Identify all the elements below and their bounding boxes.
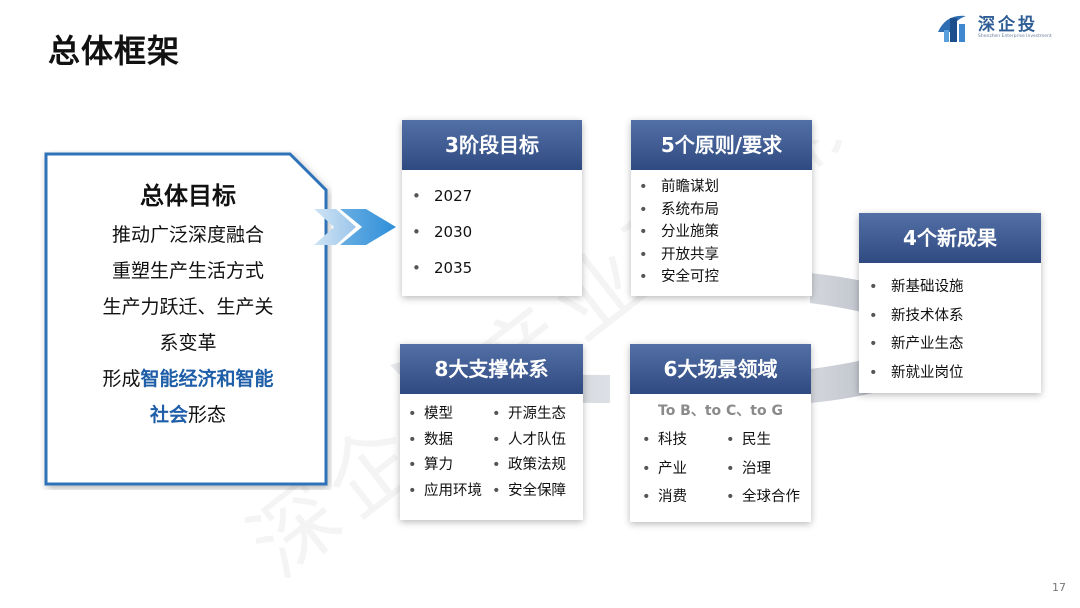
list-item: 算力 (408, 453, 492, 479)
list-item: 安全保障 (492, 479, 576, 505)
principles-list: 前瞻谋划 系统布局 分业施策 开放共享 安全可控 (631, 170, 812, 289)
list-item: 新技术体系 (869, 302, 1041, 331)
goal-line: 重塑生产生活方式 (111, 260, 264, 282)
list-item: 2027 (412, 178, 582, 214)
list-item: 人才队伍 (492, 428, 576, 454)
card-support: 8大支撑体系 模型 开源生态 数据 人才队伍 算力 政策法规 应用环境 安全保障 (400, 344, 583, 520)
list-item: 2030 (412, 214, 582, 250)
goal-line: 系变革 (159, 332, 217, 354)
card-stages: 3阶段目标 2027 2030 2035 (402, 120, 582, 296)
goal-box (40, 150, 332, 490)
scenarios-list: 科技 民生 产业 治理 消费 全球合作 (630, 420, 811, 512)
card-support-title: 8大支撑体系 (400, 344, 583, 394)
support-list: 模型 开源生态 数据 人才队伍 算力 政策法规 应用环境 安全保障 (400, 394, 583, 504)
list-item: 产业 (642, 455, 726, 484)
company-logo: 深企投 Shenzhen Enterprise Investment (936, 4, 1056, 48)
goal-text: 形态 (188, 404, 227, 426)
list-item: 系统布局 (639, 199, 812, 222)
list-item: 前瞻谋划 (639, 176, 812, 199)
double-chevron-icon (314, 209, 396, 245)
list-item: 新就业岗位 (869, 359, 1041, 388)
list-item: 数据 (408, 428, 492, 454)
list-item: 民生 (726, 426, 810, 455)
logo-tagline: Shenzhen Enterprise Investment (978, 34, 1052, 39)
list-item: 政策法规 (492, 453, 576, 479)
card-scenarios-subtitle: To B、to C、to G (658, 403, 783, 419)
list-item: 治理 (726, 455, 810, 484)
list-item: 科技 (642, 426, 726, 455)
goal-title: 总体目标 (140, 182, 236, 210)
goal-line: 生产力跃迁、生产关 (102, 296, 274, 318)
list-item: 模型 (408, 402, 492, 428)
page-title: 总体框架 (48, 32, 181, 70)
list-item: 新基础设施 (869, 273, 1041, 302)
results-list: 新基础设施 新技术体系 新产业生态 新就业岗位 (859, 263, 1041, 387)
stages-list: 2027 2030 2035 (402, 170, 582, 286)
goal-highlight-text: 智能经济和智能 (140, 368, 274, 390)
card-principles: 5个原则/要求 前瞻谋划 系统布局 分业施策 开放共享 安全可控 (631, 120, 812, 296)
list-item: 消费 (642, 483, 726, 512)
card-scenarios-title: 6大场景领域 (630, 344, 811, 394)
goal-highlight-text: 社会 (149, 404, 188, 426)
card-principles-title: 5个原则/要求 (631, 120, 812, 170)
list-item: 应用环境 (408, 479, 492, 505)
list-item: 开放共享 (639, 244, 812, 267)
card-results: 4个新成果 新基础设施 新技术体系 新产业生态 新就业岗位 (859, 213, 1041, 393)
logo-glyph-icon (938, 15, 966, 42)
logo-name: 深企投 (978, 15, 1038, 35)
goal-line: 推动广泛深度融合 (111, 224, 264, 246)
card-scenarios: 6大场景领域 To B、to C、to G 科技 民生 产业 治理 消费 全球合… (630, 344, 811, 522)
list-item: 安全可控 (639, 266, 812, 289)
page-number: 17 (1052, 581, 1066, 594)
card-stages-title: 3阶段目标 (402, 120, 582, 170)
list-item: 新产业生态 (869, 330, 1041, 359)
list-item: 开源生态 (492, 402, 576, 428)
list-item: 全球合作 (726, 483, 810, 512)
list-item: 2035 (412, 250, 582, 286)
card-results-title: 4个新成果 (859, 213, 1041, 263)
list-item: 分业施策 (639, 221, 812, 244)
goal-text: 形成 (102, 368, 141, 390)
goal-line-highlight: 社会形态 (48, 397, 328, 433)
goal-content: 总体目标 推动广泛深度融合 重塑生产生活方式 生产力跃迁、生产关 系变革 形成智… (48, 152, 328, 433)
goal-line-highlight: 形成智能经济和智能 (48, 361, 328, 397)
